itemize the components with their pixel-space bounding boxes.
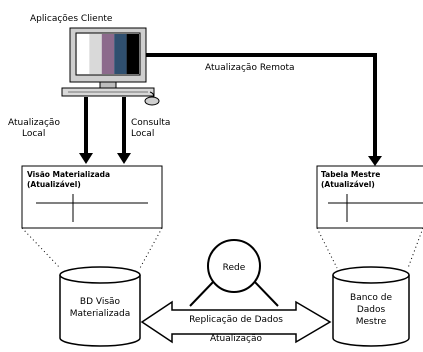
update-label: Atualização [210,334,262,344]
monitor-stripe [89,34,102,74]
mv-table-label-line2: (Atualizável) [27,180,81,189]
local-update-arrow [79,97,93,164]
database-cylinder-icon [59,266,141,347]
network-label: Rede [223,263,246,273]
master-table-label-line1: Tabela Mestre [321,170,380,179]
master-database-cylinder-icon [332,266,410,347]
remote-update-arrow [146,53,382,166]
mv-db-label-line1: BD Visão [80,297,121,307]
network-node-icon [189,239,279,307]
master-db-label-line3: Mestre [356,317,387,327]
monitor-stripe [114,34,127,74]
local-query-label-line2: Local [131,129,154,139]
computer-icon [61,27,155,97]
local-query-arrow [117,97,131,164]
mv-table-label-line1: Visão Materializada [27,170,110,179]
master-db-label-line1: Banco de [350,293,392,303]
monitor-stripe [101,34,115,74]
local-update-label-line1: Atualização [8,118,60,128]
monitor-stripe [77,34,90,74]
monitor-stripe [126,34,139,74]
local-query-label-line1: Consulta [131,118,170,128]
remote-update-label: Atualização Remota [205,63,295,73]
mv-table-box [21,165,163,229]
replication-label: Replicação de Dados [189,315,283,325]
master-table-box [316,165,423,229]
client-apps-title: Aplicações Cliente [30,14,113,24]
master-db-label-line2: Dados [357,305,386,315]
replication-double-arrow [140,300,332,344]
mouse-icon [144,91,160,106]
mv-db-label-line2: Materializada [70,309,131,319]
master-table-label-line2: (Atualizável) [321,180,375,189]
local-update-label-line2: Local [22,129,45,139]
